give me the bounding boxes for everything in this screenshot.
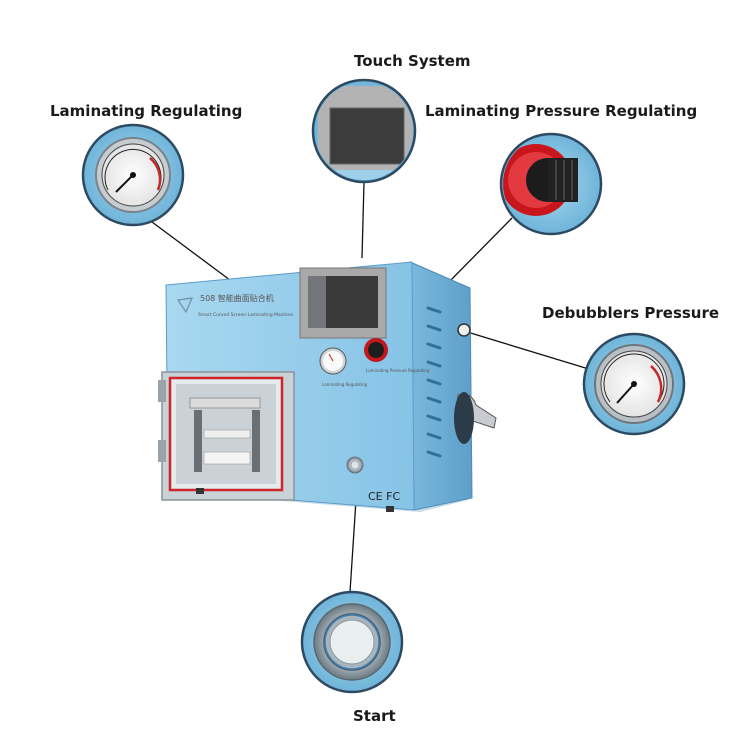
laminating-regulating-label: Laminating Regulating [50,102,243,120]
debubblers-pressure-label: Debubblers Pressure [542,304,720,322]
touch-system-label: Touch System [354,52,471,70]
svg-text:Laminating Pressure Regulating: Laminating Pressure Regulating [366,368,430,373]
laminating-machine: 508 智能曲面贴合机 Smart Curved Screen Laminati… [158,261,497,512]
brand-logo [176,297,193,314]
start-label: Start [353,707,396,725]
laminating-regulating-callout [81,123,185,227]
machine-model-text: 508 智能曲面贴合机 [200,293,274,303]
laminating-pressure-regulating-callout [499,132,603,236]
svg-text:Laminating Regulating: Laminating Regulating [322,382,368,387]
certification-mark: CE FC [368,490,400,503]
touch-system-callout [311,78,417,184]
machine-subtitle-text: Smart Curved Screen Laminating Machine [198,312,293,318]
debubblers-pressure-callout [582,332,686,436]
laminating-pressure-regulating-label: Laminating Pressure Regulating [425,102,698,120]
start-button-callout [300,590,404,694]
